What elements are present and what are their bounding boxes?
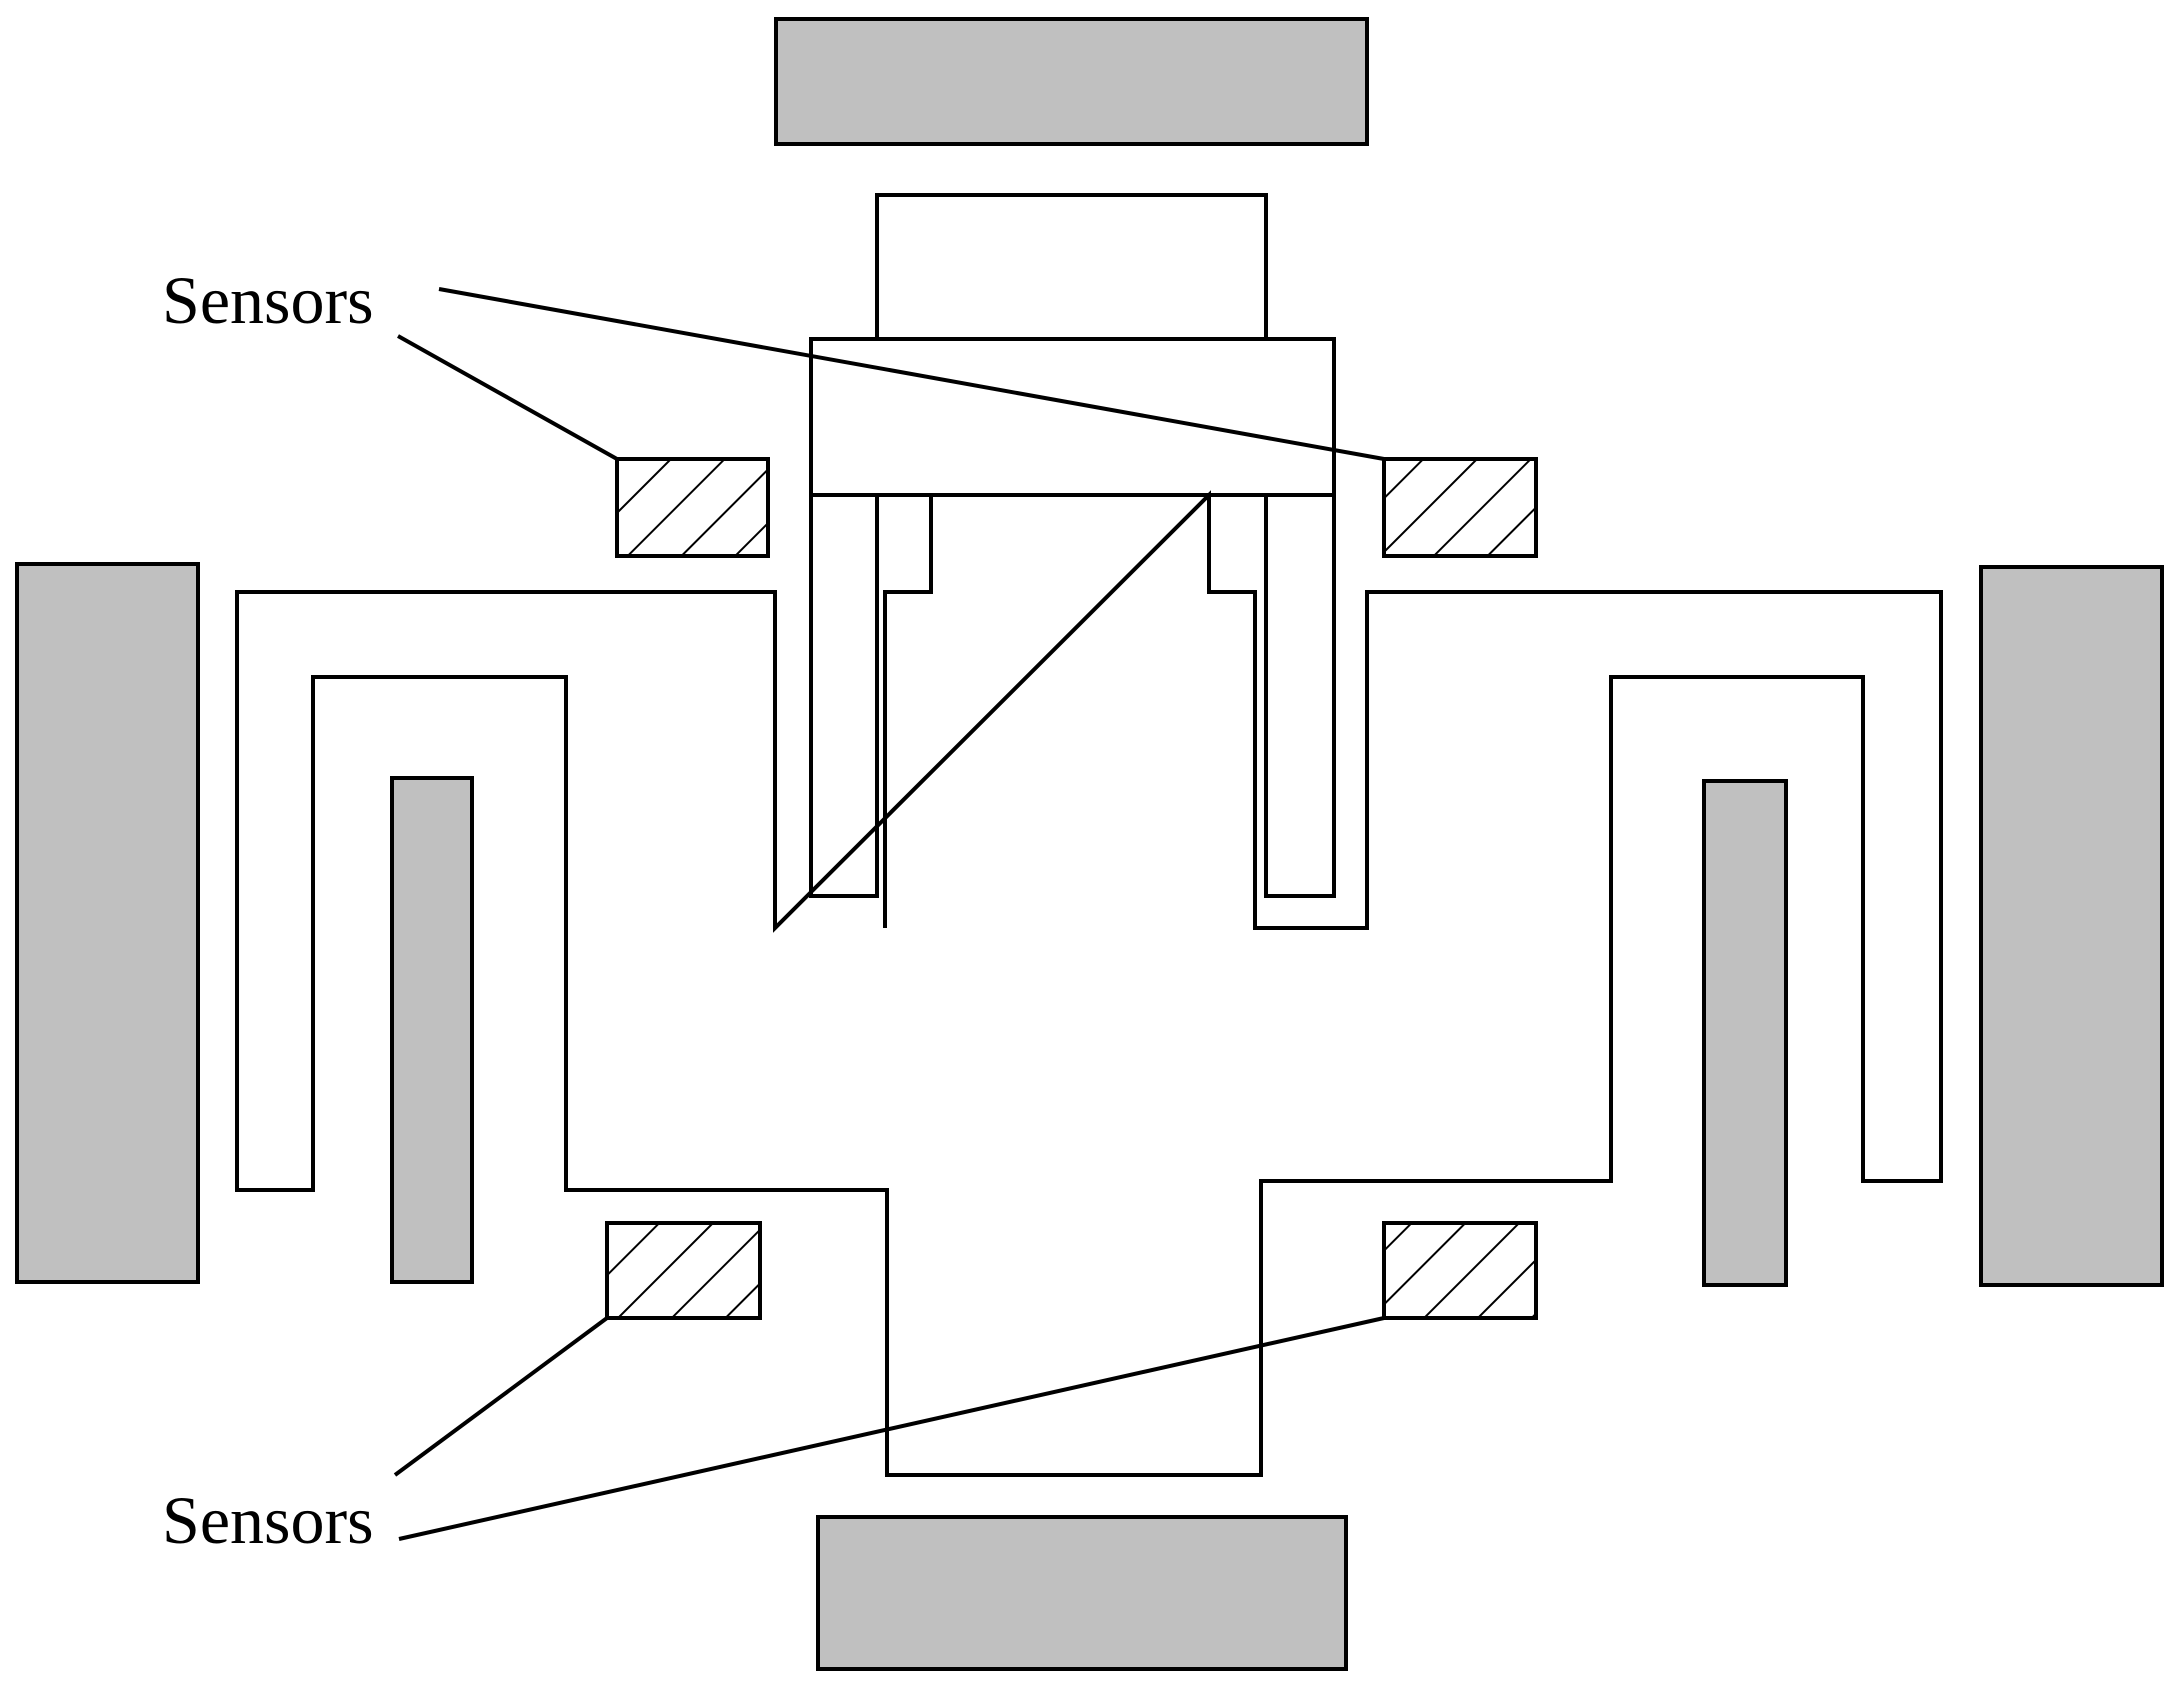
sensor-top-left (615, 457, 770, 558)
sensor-top-right (1382, 457, 1538, 558)
bottom-gray-block (816, 1515, 1348, 1671)
leader-top-to-sensor-right (438, 287, 1385, 461)
left-inner-gray-block (390, 776, 474, 1284)
left-prong (809, 495, 879, 898)
sensors-label-top: Sensors (162, 262, 374, 338)
main-body-outline (235, 490, 1943, 1477)
left-outer-gray-block (15, 562, 200, 1284)
right-outer-gray-block (1979, 565, 2164, 1287)
top-gray-block (774, 17, 1369, 146)
sensors-label-bottom: Sensors (162, 1482, 374, 1558)
sensor-bottom-left (605, 1221, 762, 1320)
top-cap (809, 337, 1336, 497)
leader-top-to-sensor-left (397, 334, 618, 461)
leader-bottom-to-sensor-left (393, 1316, 609, 1477)
top-post (875, 193, 1268, 341)
right-inner-gray-block (1702, 779, 1788, 1287)
leader-bottom-to-sensor-right (398, 1316, 1385, 1541)
sensor-bottom-right (1382, 1221, 1538, 1320)
right-prong (1264, 495, 1336, 898)
